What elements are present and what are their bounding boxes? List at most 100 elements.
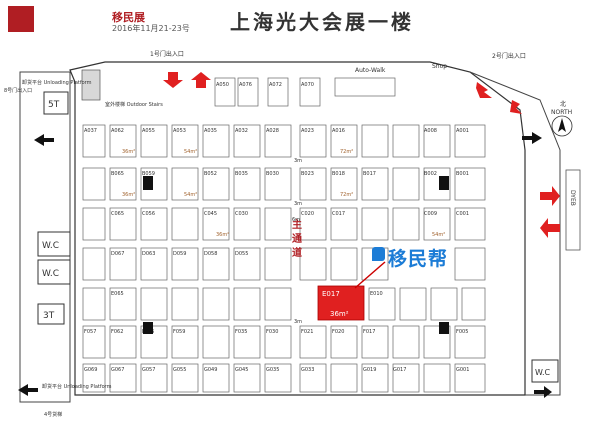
arrow-left-icon (34, 134, 54, 146)
black-arrows (18, 132, 552, 398)
wc-label: W.C (42, 241, 59, 251)
booth-label: C065 (111, 211, 124, 217)
booth-label: C045 (204, 211, 217, 217)
dyeb-label: DYEB (569, 190, 576, 206)
entrance-8-label: 8号门出入口 (4, 87, 32, 94)
booth-label: B001 (456, 171, 469, 177)
event-name: 移民展 (112, 11, 145, 24)
arrow-icon (476, 82, 492, 98)
booth-area: 36m² (216, 232, 229, 238)
booth-label: F005 (456, 329, 468, 335)
booth-label: F057 (84, 329, 96, 335)
booth-label: F017 (363, 329, 375, 335)
booth-label: D063 (142, 251, 155, 257)
booth-label: G001 (456, 367, 469, 373)
pointer-line (354, 261, 386, 289)
booth-area: 36m² (122, 149, 135, 155)
booth-label: B059 (142, 171, 155, 177)
stair-4f-label: 4号货梯 (44, 411, 62, 418)
booth-label: F020 (332, 329, 344, 335)
highlight-booth-e017[interactable] (317, 285, 365, 321)
event-logo (8, 6, 34, 32)
booth-row-d (82, 247, 486, 281)
booth-area: 36m² (122, 192, 135, 198)
auto-walk-label: Auto-Walk (355, 67, 386, 74)
booth-label: A023 (301, 128, 314, 134)
booth-label: B065 (111, 171, 124, 177)
top-strip-booths (214, 77, 396, 107)
map-header: 移民展 2016年11月21-23号 上海光大会展一楼 (0, 0, 600, 38)
aisle-width-label: 6m (292, 217, 300, 223)
booth-label: E010 (370, 291, 383, 297)
booth-label: A072 (269, 82, 282, 88)
lift-5t-label: 5T (48, 100, 60, 110)
outdoor-stairs-label: 室外楼梯 Outdoor Stairs (105, 101, 163, 108)
booth-row-f (82, 325, 486, 359)
booth-area: 72m² (340, 149, 353, 155)
booth-label: G035 (266, 367, 279, 373)
main-aisle-label-1: 主 (292, 218, 302, 231)
booth-label: A070 (301, 82, 314, 88)
booth-label: G069 (84, 367, 97, 373)
arrow-right-icon (534, 386, 552, 398)
booth-label: B035 (235, 171, 248, 177)
booth-label: C009 (424, 211, 437, 217)
right-corridor (469, 71, 561, 396)
brand-logo-icon (372, 247, 385, 261)
booth-label: A050 (216, 82, 229, 88)
arrow-right-icon (540, 186, 560, 206)
wc-box-3 (531, 359, 559, 383)
booth-label: A008 (424, 128, 437, 134)
arrow-left-icon (18, 384, 38, 396)
booth-label: G017 (393, 367, 406, 373)
lift-3t-label: 3T (43, 311, 55, 321)
booth-label: A062 (111, 128, 124, 134)
booth-label: G055 (173, 367, 186, 373)
arrow-icon (510, 100, 522, 114)
arrow-left-icon (540, 218, 560, 238)
booth-label: G045 (235, 367, 248, 373)
highlight-booth-code: E017 (322, 290, 340, 298)
booth-label: A055 (142, 128, 155, 134)
booth-label: A032 (235, 128, 248, 134)
booth-label: B023 (301, 171, 314, 177)
entrance-1-label: 1号门出入口 (150, 50, 184, 58)
booth-area: 72m² (340, 192, 353, 198)
booth-label: A028 (266, 128, 279, 134)
booth-label: C020 (301, 211, 314, 217)
booth-area: 54m² (432, 232, 445, 238)
booth-label: G067 (111, 367, 124, 373)
north-compass: NORTH 北 (551, 100, 573, 137)
outdoor-stairs (81, 69, 101, 101)
brand-name: 移民帮 (388, 248, 449, 270)
booth-label: G033 (301, 367, 314, 373)
booth-label: D059 (173, 251, 186, 257)
page-title: 上海光大会展一楼 (230, 10, 414, 34)
booth-row-a (82, 124, 486, 158)
booth-label: F059 (173, 329, 185, 335)
booth-label: A053 (173, 128, 186, 134)
booth-label: F035 (235, 329, 247, 335)
booth-label: F062 (111, 329, 123, 335)
dyeb-block (565, 169, 581, 251)
booth-label: B017 (363, 171, 376, 177)
wc-label: W.C (42, 269, 59, 279)
booth-label: G057 (142, 367, 155, 373)
wc-label: W.C (535, 368, 551, 377)
wc-box-2 (37, 259, 71, 285)
booth-label: F021 (301, 329, 313, 335)
event-date: 2016年11月21-23号 (112, 24, 190, 33)
booth-label: B030 (266, 171, 279, 177)
booth-label: D055 (235, 251, 248, 257)
lift-5t-box (43, 91, 69, 115)
highlight-booth-area: 36m² (330, 310, 349, 318)
booth-area: 54m² (184, 192, 197, 198)
booth-label: B002 (424, 171, 437, 177)
booth-label: D058 (204, 251, 217, 257)
booth-label: C017 (332, 211, 345, 217)
red-arrows (163, 72, 560, 238)
entrance-2-label: 2号门出入口 (492, 52, 526, 60)
booth-label: B052 (204, 171, 217, 177)
arrow-right-icon (522, 132, 542, 144)
